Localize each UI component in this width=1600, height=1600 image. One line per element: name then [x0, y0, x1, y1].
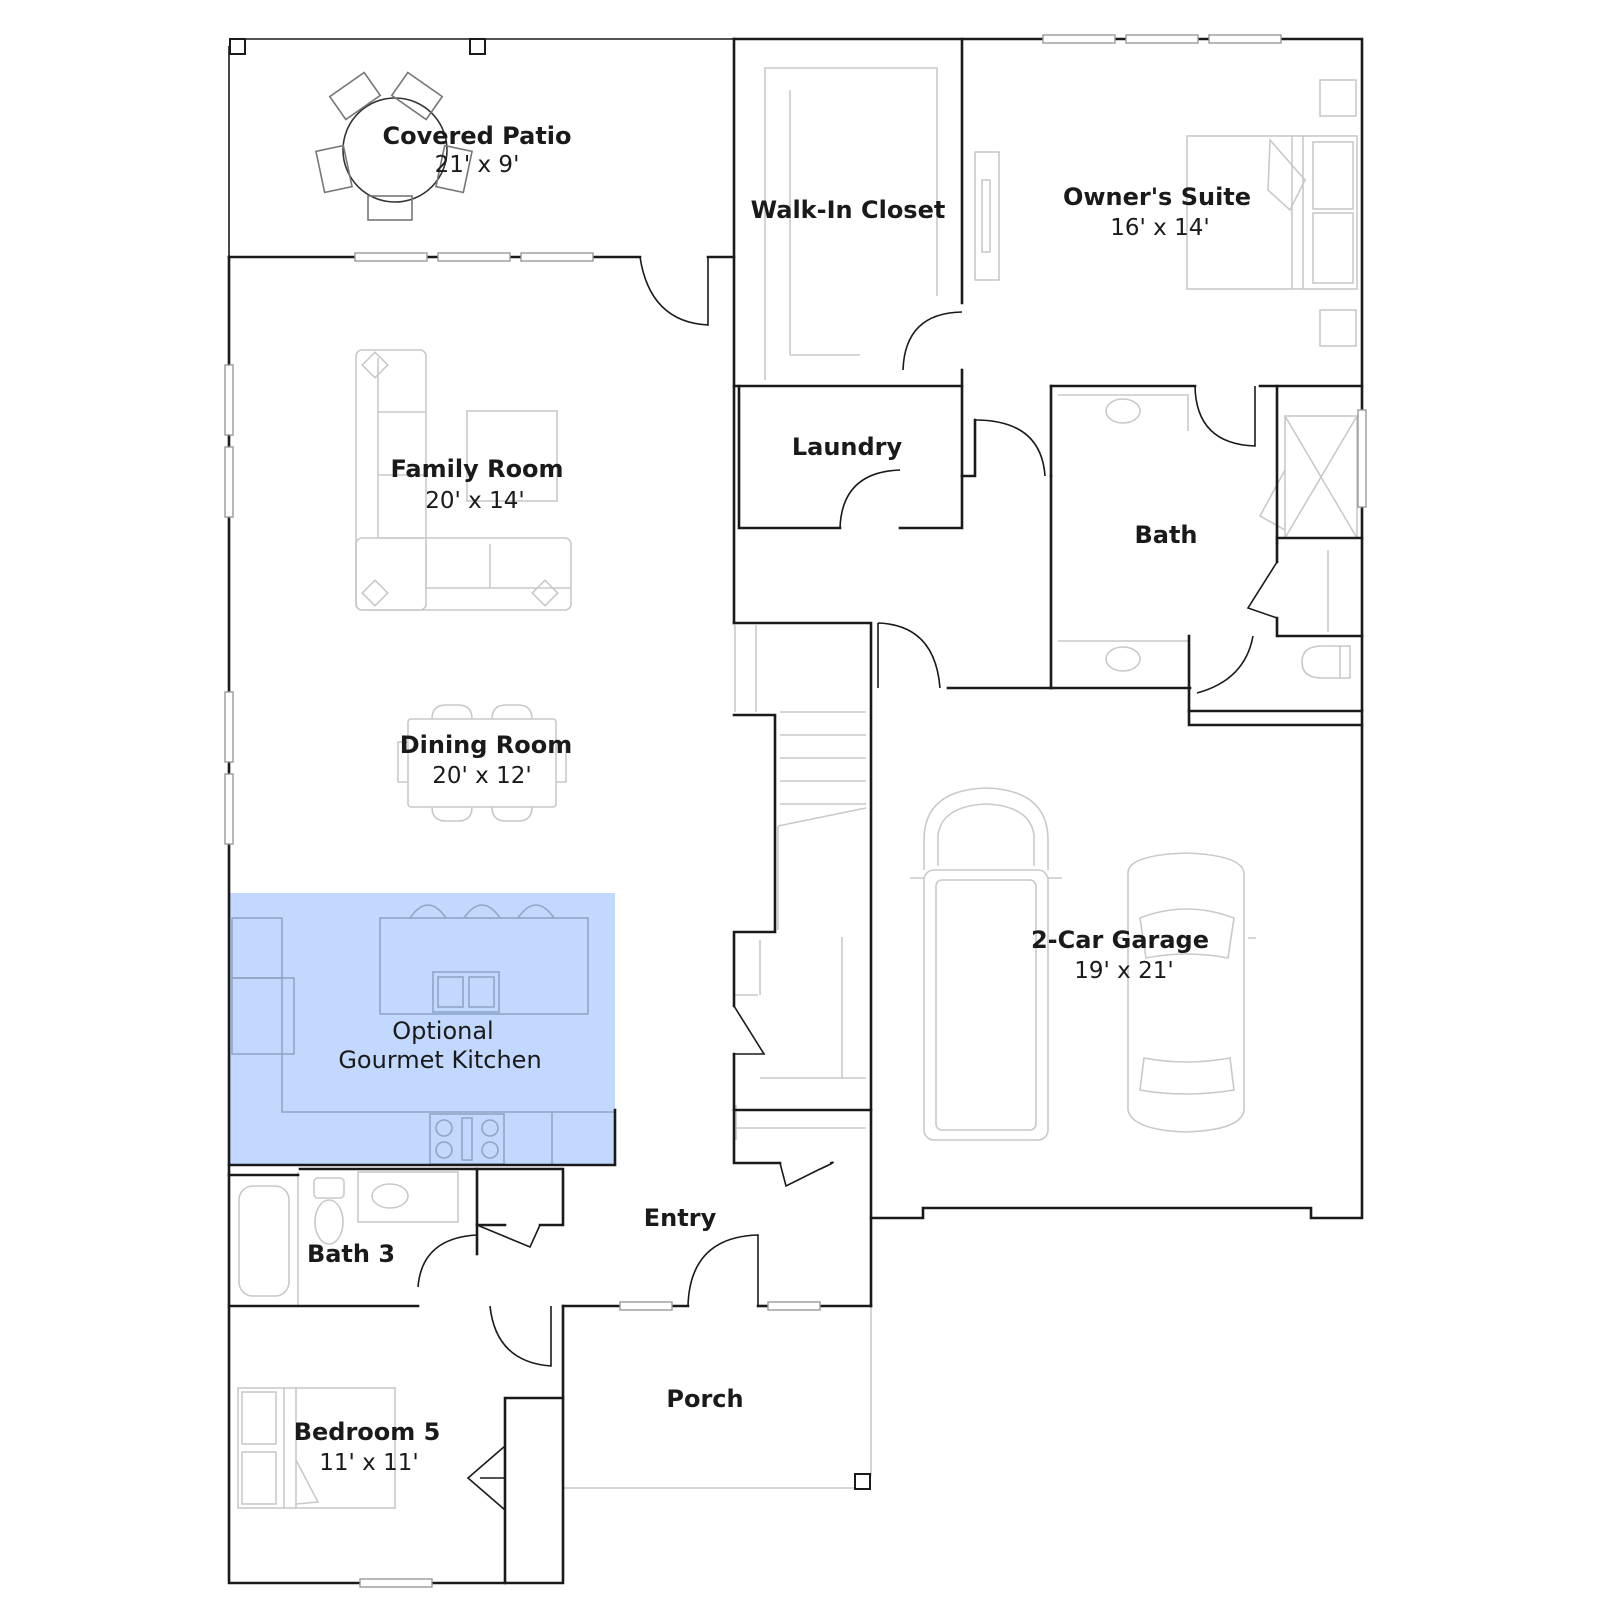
windows	[224, 34, 1367, 1588]
kitchen-fixtures	[231, 904, 615, 1165]
bedroom-5-name: Bedroom 5	[294, 1418, 441, 1446]
porch-name: Porch	[666, 1385, 743, 1413]
dining-room-dims: 20' x 12'	[432, 763, 531, 789]
kitchen-label-line2: Gourmet Kitchen	[338, 1046, 541, 1074]
family-room-name: Family Room	[390, 455, 563, 483]
owners-suite-dims: 16' x 14'	[1110, 215, 1209, 241]
walls	[227, 37, 1364, 1585]
laundry-name: Laundry	[792, 433, 903, 461]
room-labels: Covered Patio 21' x 9' Walk-In Closet Ow…	[294, 122, 1251, 1476]
kitchen-label-line1: Optional	[392, 1017, 493, 1045]
furniture	[237, 67, 1358, 1509]
bath-3-name: Bath 3	[307, 1240, 395, 1268]
walk-in-closet-name: Walk-In Closet	[751, 196, 946, 224]
posts	[229, 38, 871, 1490]
covered-patio-dims: 21' x 9'	[435, 152, 520, 178]
bath-name: Bath	[1134, 521, 1197, 549]
owners-suite-name: Owner's Suite	[1063, 183, 1251, 211]
garage-dims: 19' x 21'	[1074, 958, 1173, 984]
covered-patio-name: Covered Patio	[383, 122, 572, 150]
entry-name: Entry	[644, 1204, 717, 1232]
family-room-dims: 20' x 14'	[425, 488, 524, 514]
doors	[417, 256, 1278, 1511]
dining-room-name: Dining Room	[400, 731, 573, 759]
garage-name: 2-Car Garage	[1031, 926, 1209, 954]
bedroom-5-dims: 11' x 11'	[319, 1450, 418, 1476]
